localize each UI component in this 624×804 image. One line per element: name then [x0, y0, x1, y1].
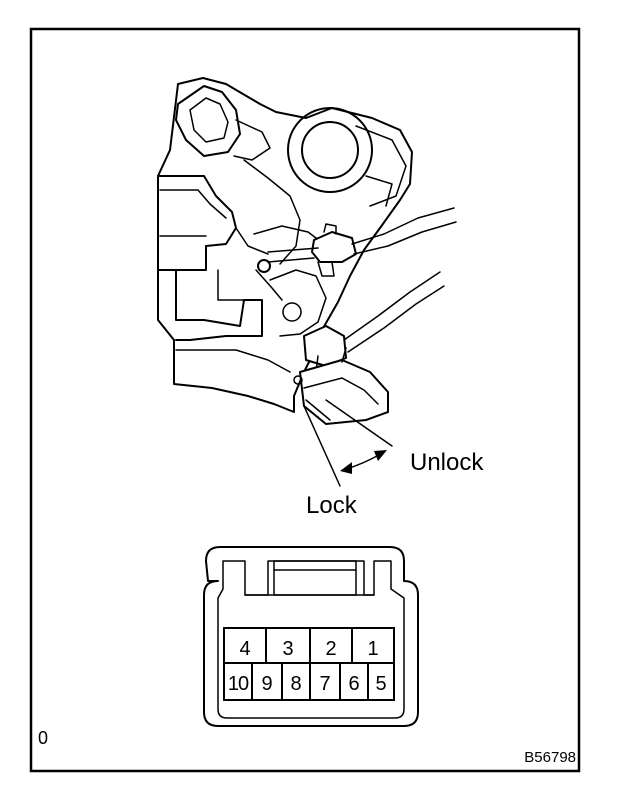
left-plate [157, 269, 263, 341]
pin-6: 6 [348, 673, 359, 695]
lower-cable [343, 271, 441, 341]
arc-arrowhead-lock [340, 462, 352, 474]
cables [343, 207, 457, 353]
upper-lever-arm [233, 119, 271, 161]
pin-2: 2 [325, 638, 336, 660]
connector-latch [273, 560, 357, 596]
figure-code: B56798 [524, 749, 576, 766]
pin-3: 3 [282, 638, 293, 660]
pin-8: 8 [290, 673, 301, 695]
pin-7: 7 [319, 673, 330, 695]
corner-mark: 0 [38, 728, 48, 748]
round-boss-inner [301, 121, 359, 179]
unlock-guide-line [325, 399, 393, 447]
upper-cable-clip [311, 231, 357, 263]
lock-label: Lock [306, 492, 358, 519]
lock-guide-line [303, 405, 341, 487]
upper-lever-inner [189, 97, 229, 143]
door-lock-assembly [157, 77, 413, 413]
pin-10: 10 [228, 673, 249, 695]
upper-cable [351, 207, 455, 245]
lever-pivot [293, 375, 303, 385]
lock-body [157, 77, 413, 413]
pin-1: 1 [367, 638, 378, 660]
upper-pivot [257, 259, 271, 273]
lock-direction-indicator [303, 399, 393, 487]
lock-lever [293, 347, 389, 425]
round-boss-outer [287, 107, 373, 193]
lower-cable-clip [303, 325, 347, 367]
connector: 4 3 2 1 10 9 8 7 6 5 [203, 546, 419, 727]
figure-frame [29, 27, 581, 773]
unlock-label: Unlock [410, 449, 484, 476]
pivot-hole [282, 302, 302, 322]
pin-4: 4 [239, 638, 250, 660]
upper-lever [175, 85, 241, 157]
connector-outer-shell [203, 546, 419, 727]
pin-9: 9 [261, 673, 272, 695]
arc-arrowhead-unlock [374, 450, 387, 461]
boss-bracket [355, 125, 407, 207]
pin-5: 5 [375, 673, 386, 695]
lever-knob [299, 359, 389, 425]
